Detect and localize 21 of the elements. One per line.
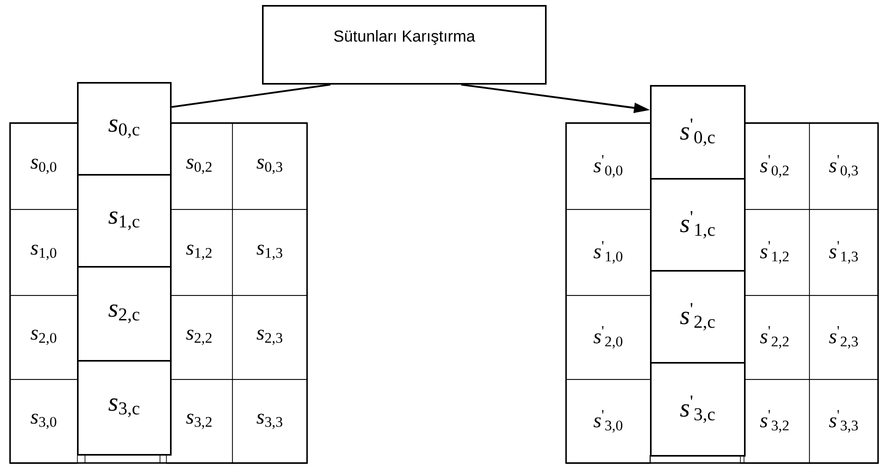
column-box: s$_{1,c}$ [77, 174, 172, 268]
column-box: s$^{'}$0,c [650, 85, 746, 180]
column-box: s$_{2,c}$ [77, 266, 172, 362]
matrix-cell: s$^{'}$0,0 [566, 123, 651, 210]
column-box: s$^{'}$1,c [650, 178, 746, 272]
column-box: s$^{'}$3,c [650, 362, 746, 457]
matrix-cell: s$^{'}$3,3 [809, 378, 879, 464]
title-box: Sütunları Karıştırma [262, 5, 547, 85]
matrix-cell: s$_{2,3}$ [232, 294, 308, 380]
matrix-cell: s$^{'}$0,3 [809, 123, 879, 210]
matrix-cell: s$_{0,0}$ [10, 123, 78, 210]
matrix-cell: s$_{1,3}$ [232, 209, 308, 296]
matrix-cell: s$^{'}$1,3 [809, 209, 879, 296]
matrix-cell: s$_{0,2}$ [166, 123, 233, 210]
matrix-cell: s$_{0,3}$ [232, 123, 308, 210]
column-box: s$_{0,c}$ [77, 82, 172, 176]
matrix-cell: s$^{'}$0,2 [740, 123, 810, 210]
matrix-cell: s$_{3,3}$ [232, 378, 308, 464]
matrix-cell: s$^{'}$2,3 [809, 294, 879, 380]
column-box: s$^{'}$2,c [650, 270, 746, 364]
column-box: s$_{3,c}$ [77, 360, 172, 456]
